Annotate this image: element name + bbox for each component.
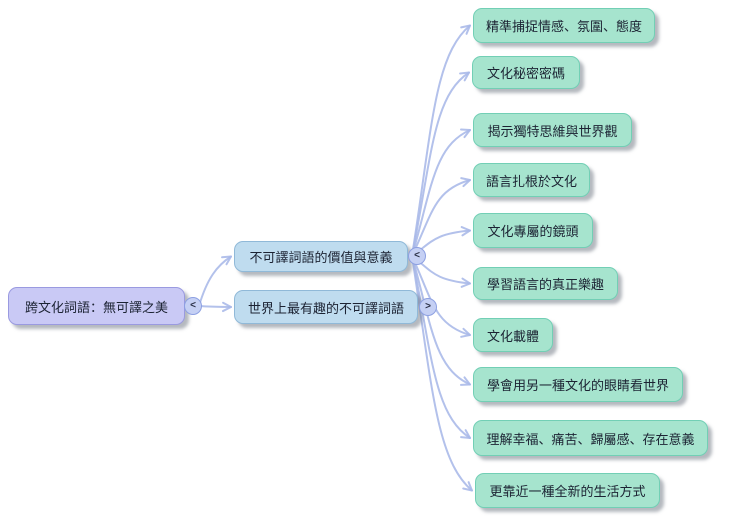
mindmap-edge [411,255,471,386]
node-leaf-9[interactable]: 理解幸福、痛苦、歸屬感、存在意義 [473,420,708,456]
node-leaf-10[interactable]: 更靠近一種全新的生活方式 [475,473,660,508]
mindmap-edge [460,128,471,139]
mindmap-edge [411,255,471,336]
mindmap-edge [411,129,471,257]
mindmap-edge [411,255,471,439]
mindmap-edge [198,255,232,307]
branch-2-expand-toggle[interactable]: > [419,298,437,316]
node-leaf-8[interactable]: 學會用另一種文化的眼睛看世界 [473,367,683,402]
node-root[interactable]: 跨文化詞語：無可譯之美 [8,287,185,325]
mindmap-edge [460,177,471,188]
mindmap-edge [411,255,473,492]
mindmap-edge [460,277,471,288]
node-leaf-7[interactable]: 文化載體 [473,318,553,352]
root-collapse-toggle[interactable]: < [184,297,202,315]
mindmap-edge [198,305,232,308]
mindmap-edge [462,481,473,492]
node-leaf-1[interactable]: 精準捕捉情感、氛圍、態度 [473,8,655,43]
mindmap-edge [460,226,471,237]
node-leaf-2[interactable]: 文化秘密密碼 [472,56,580,89]
node-leaf-5[interactable]: 文化專屬的鏡頭 [473,213,593,248]
mindmap-edge [221,255,232,266]
node-leaf-4[interactable]: 語言扎根於文化 [473,163,590,197]
branch-1-collapse-toggle[interactable]: < [408,247,426,265]
mindmap-edge [411,179,471,257]
mindmap-edge [411,71,470,257]
mindmap-edge [460,24,471,35]
node-leaf-6[interactable]: 學習語言的真正樂趣 [473,267,618,300]
node-leaf-3[interactable]: 揭示獨特思維與世界觀 [473,113,632,147]
node-branch-1[interactable]: 不可譯詞語的價值與意義 [234,241,408,272]
node-branch-2[interactable]: 世界上最有趣的不可譯詞語 [234,290,418,324]
mindmap-edge [221,301,232,313]
mindmap-edge [460,429,471,439]
mindmap-edge [460,376,471,386]
mindmap-edge [460,327,471,338]
mindmap-edge [459,71,470,82]
mindmap-edge [411,24,471,257]
